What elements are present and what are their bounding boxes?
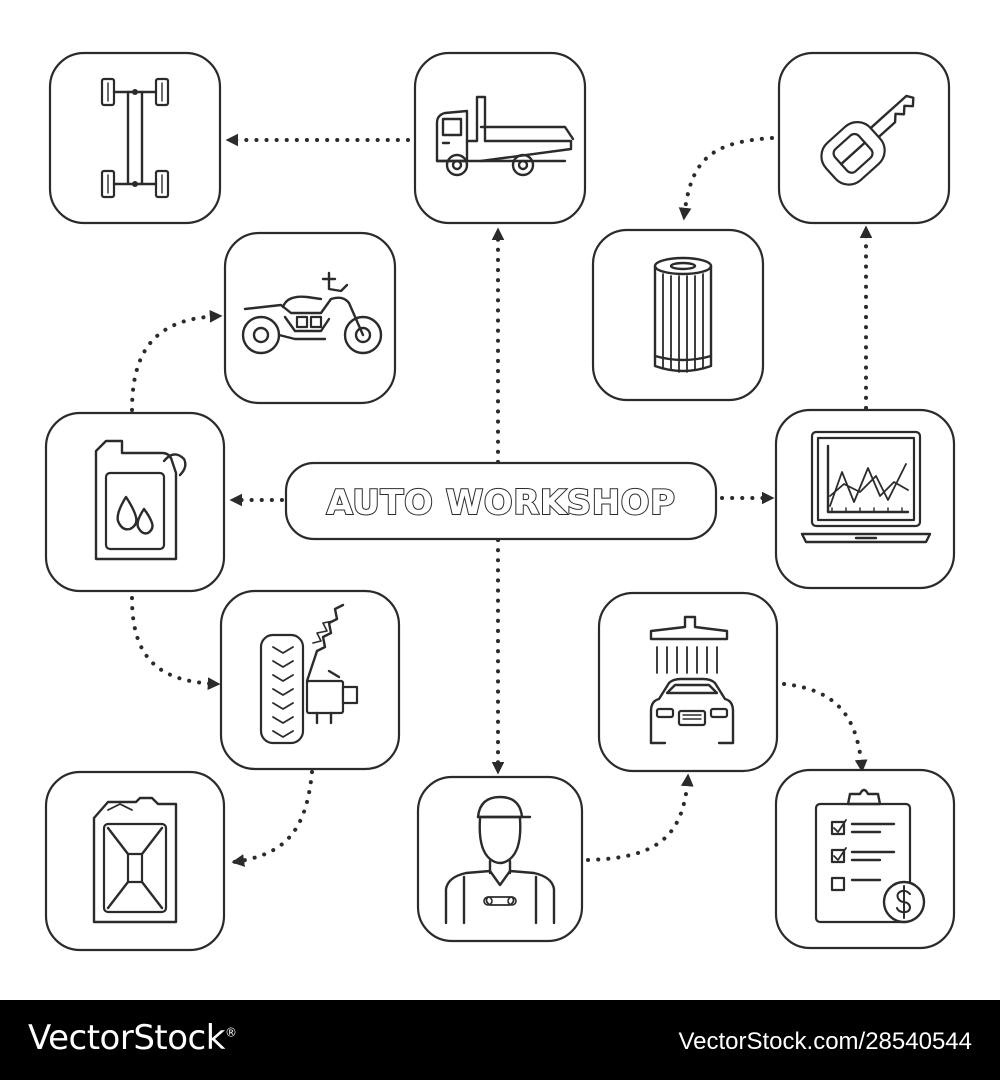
oil-filter-icon	[653, 256, 713, 373]
node-car-suspension	[219, 589, 401, 771]
tow-truck-icon	[435, 95, 575, 177]
node-motor-oil	[44, 411, 226, 593]
node-car-diagnostics	[774, 408, 956, 590]
mechanic-icon	[444, 795, 556, 925]
node-motorcycle	[223, 231, 397, 405]
node-car-key	[777, 51, 951, 225]
node-tow-truck	[413, 51, 587, 225]
center-node: AUTO WORKSHOP	[284, 461, 718, 541]
node-car-wash	[597, 591, 779, 773]
diagram-title: AUTO WORKSHOP	[326, 483, 675, 523]
mind-map: AUTO WORKSHOP	[44, 51, 956, 952]
node-oil-filter	[591, 228, 765, 402]
suspension-icon	[259, 603, 359, 745]
node-estimate	[774, 768, 956, 950]
car-key-icon	[820, 94, 915, 186]
estimate-checklist-icon	[814, 788, 926, 924]
edge-wash-to-estimate	[782, 682, 868, 773]
edge-mechanic-to-wash	[586, 773, 694, 862]
fuel-canister-icon	[92, 796, 178, 924]
source-url[interactable]: VectorStock.com/28540544	[678, 1028, 972, 1055]
node-fuel-canister	[44, 770, 226, 952]
car-chassis-icon	[100, 77, 170, 199]
watermark-footer: VectorStock® VectorStock.com/28540544	[0, 1000, 1000, 1080]
connectors	[130, 133, 873, 867]
edge-suspension-to-fuel	[231, 770, 314, 867]
laptop-diagnostics-icon	[800, 430, 932, 544]
motor-oil-canister-icon	[94, 439, 187, 561]
edge-oil-to-motorcycle	[130, 309, 223, 412]
car-wash-icon	[649, 615, 735, 745]
motorcycle-icon	[241, 271, 383, 355]
edge-key-to-oil-filter	[678, 136, 774, 221]
node-car-mechanic	[416, 775, 584, 943]
edge-oil-to-suspension	[130, 596, 221, 691]
brand-logo[interactable]: VectorStock®	[28, 1018, 237, 1058]
node-car-chassis	[48, 51, 222, 225]
